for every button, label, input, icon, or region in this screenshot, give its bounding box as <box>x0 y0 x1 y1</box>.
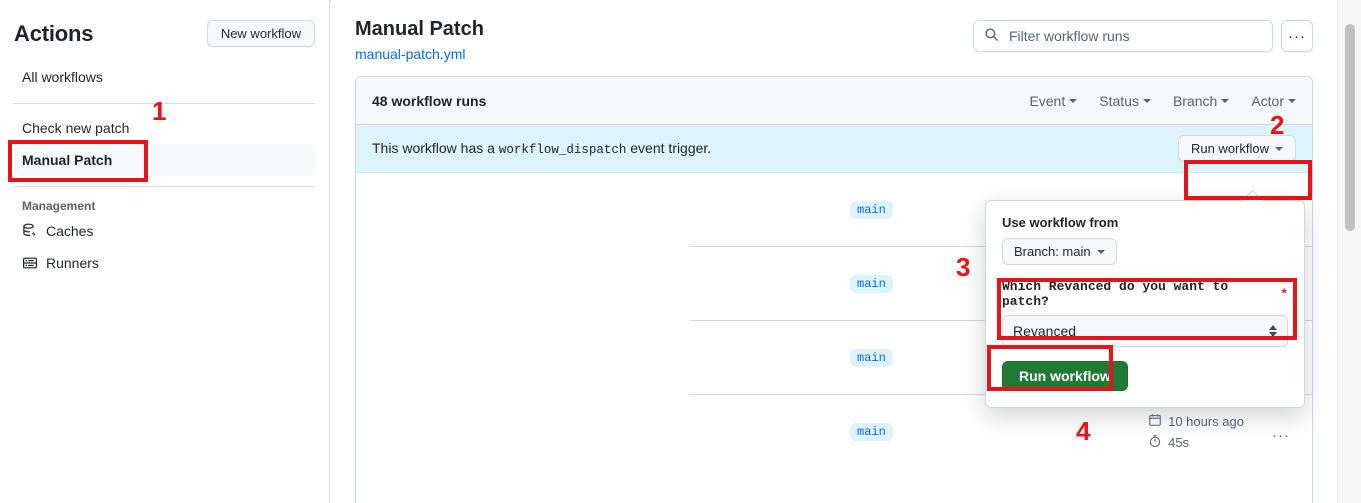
workflow-input-label-text: Which Revanced do you want to patch? <box>1002 279 1229 309</box>
header-actions: ··· <box>973 16 1313 52</box>
chevron-down-icon <box>1069 98 1078 103</box>
sidebar-item-label: Caches <box>46 223 94 239</box>
calendar-icon <box>1148 413 1162 430</box>
filter-bar: Event Status Branch Actor <box>1029 93 1296 109</box>
cache-icon <box>22 223 38 239</box>
run-workflow-dropdown-button[interactable]: Run workflow <box>1177 135 1296 162</box>
run-workflow-submit-button[interactable]: Run workflow <box>1002 361 1128 391</box>
branch-selector-label: Branch: main <box>1014 244 1091 259</box>
workflow-file-link[interactable]: manual-patch.yml <box>355 46 466 62</box>
row-divider-mask <box>356 469 690 470</box>
chevron-down-icon <box>1096 249 1105 254</box>
sidebar-group-management: Management <box>22 199 96 213</box>
use-workflow-from-label: Use workflow from <box>1002 215 1119 230</box>
sidebar-divider <box>14 103 315 104</box>
use-workflow-from-section: Use workflow from Branch: main <box>986 201 1304 277</box>
row-divider-mask <box>356 320 690 321</box>
vertical-scrollbar[interactable] <box>1337 0 1361 503</box>
new-workflow-button[interactable]: New workflow <box>206 20 315 47</box>
workflow-runs-header: 48 workflow runs Event Status Branch <box>356 77 1312 125</box>
search-box[interactable] <box>973 20 1273 52</box>
run-workflow-footer: Run workflow <box>986 347 1304 407</box>
filter-label: Actor <box>1251 92 1284 109</box>
page-title-actions: Actions <box>14 20 94 46</box>
sidebar-item-label: Manual Patch <box>22 152 113 168</box>
sidebar-item-label: Runners <box>46 255 99 271</box>
workflow-runs-count: 48 workflow runs <box>372 92 487 109</box>
select-updown-icon <box>1269 325 1277 337</box>
search-input[interactable] <box>1007 27 1262 45</box>
sidebar: Actions New workflow All workflows Check… <box>0 0 330 503</box>
duration-line: 45s <box>1148 434 1189 451</box>
sidebar-item-label: All workflows <box>22 69 103 85</box>
sidebar-item-label: Check new patch <box>22 120 130 136</box>
timestamp-line: 10 hours ago <box>1148 413 1244 430</box>
page-title: Manual Patch <box>355 18 484 40</box>
workflow-heading: Manual Patch manual-patch.yml <box>355 16 484 62</box>
workflow-dispatch-banner: This workflow has a workflow_dispatch ev… <box>356 125 1312 173</box>
filter-label: Branch <box>1172 92 1218 109</box>
run-workflow-panel: Use workflow from Branch: main Which Rev… <box>985 200 1305 408</box>
row-divider-mask <box>356 246 690 247</box>
run-workflow-button-label: Run workflow <box>1190 141 1269 156</box>
workflow-input-label: Which Revanced do you want to patch? * <box>1002 279 1288 309</box>
chevron-down-icon <box>1288 98 1296 103</box>
filter-branch[interactable]: Branch <box>1172 92 1230 109</box>
row-meta: 10 hours ago 45s <box>1148 413 1244 451</box>
sidebar-item-all-workflows[interactable]: All workflows <box>14 61 315 93</box>
filter-label: Status <box>1099 92 1139 109</box>
branch-selector-button[interactable]: Branch: main <box>1002 238 1117 265</box>
chevron-down-icon <box>1142 98 1151 103</box>
sidebar-divider <box>14 186 315 187</box>
branch-badge[interactable]: main <box>850 423 893 441</box>
workflow-input-group: Which Revanced do you want to patch? * R… <box>986 277 1304 347</box>
revanced-select-value: Revanced <box>1013 323 1077 339</box>
search-icon <box>984 27 999 45</box>
sidebar-nav: All workflows Check new patch Manual Pat… <box>8 61 315 279</box>
server-icon <box>22 255 38 271</box>
required-marker: * <box>1280 286 1288 302</box>
stopwatch-icon <box>1148 434 1162 451</box>
filter-label: Event <box>1029 92 1066 109</box>
duration-text: 45s <box>1168 435 1190 450</box>
filter-event[interactable]: Event <box>1029 92 1078 109</box>
main-header: Manual Patch manual-patch.yml ··· <box>355 0 1313 62</box>
branch-badge[interactable]: main <box>850 275 893 293</box>
timestamp-text: 10 hours ago <box>1168 414 1244 429</box>
dispatch-text-before: This workflow has a <box>372 140 495 156</box>
revanced-select[interactable]: Revanced <box>1002 315 1288 347</box>
dispatch-event-code: workflow_dispatch <box>498 143 627 157</box>
filter-actor[interactable]: Actor <box>1251 93 1296 109</box>
sidebar-item-caches[interactable]: Caches <box>14 215 315 247</box>
filter-status[interactable]: Status <box>1099 93 1151 109</box>
chevron-down-icon <box>1221 98 1230 103</box>
dispatch-banner-text: This workflow has a workflow_dispatch ev… <box>372 140 711 157</box>
chevron-down-icon <box>1275 146 1283 151</box>
sidebar-item-check-new-patch[interactable]: Check new patch <box>14 112 315 144</box>
branch-badge[interactable]: main <box>850 349 893 367</box>
branch-badge[interactable]: main <box>850 201 893 219</box>
more-options-button[interactable]: ··· <box>1281 20 1313 52</box>
dispatch-text-after: event trigger. <box>630 140 712 156</box>
row-more-options-button[interactable]: ··· <box>1272 427 1290 444</box>
sidebar-header: Actions New workflow <box>14 0 315 51</box>
row-divider-mask <box>356 394 690 395</box>
sidebar-item-manual-patch[interactable]: Manual Patch <box>8 144 315 176</box>
sidebar-item-runners[interactable]: Runners <box>14 247 315 279</box>
scrollbar-thumb[interactable] <box>1345 24 1355 231</box>
